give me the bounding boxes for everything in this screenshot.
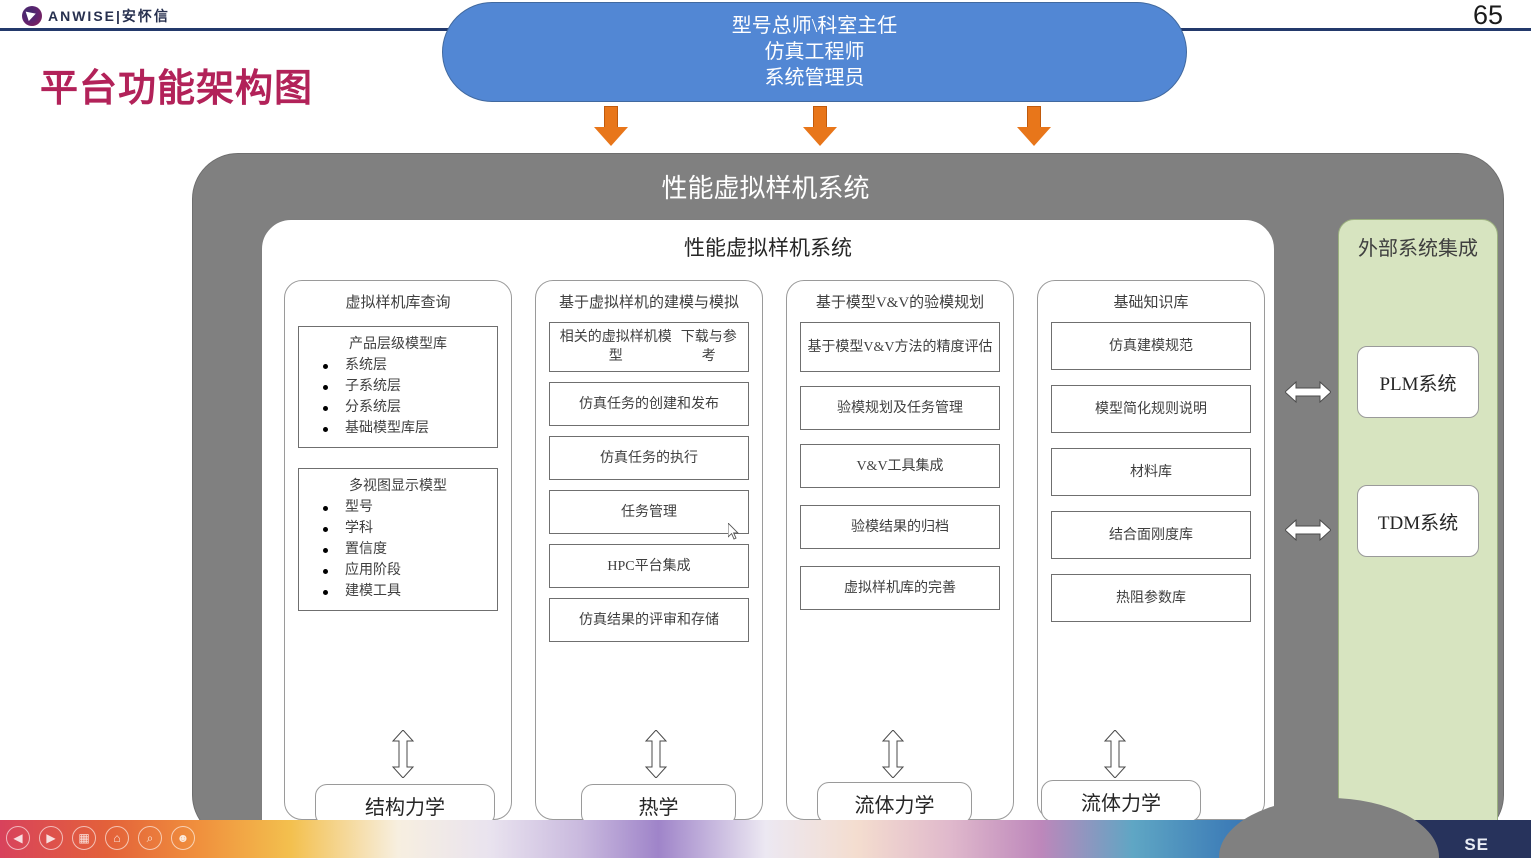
- column-virtual-prototype-query[interactable]: 虚拟样机库查询 产品层级模型库 系统层 子系统层 分系统层 基础模型库层 多视图…: [284, 280, 512, 820]
- column-title: 基于模型V&V的验模规划: [815, 295, 985, 311]
- card-title: 多视图显示模型: [349, 479, 447, 494]
- fn-item[interactable]: 仿真建模规范: [1051, 322, 1251, 370]
- back-icon[interactable]: ◀: [6, 826, 30, 850]
- role-line-3: 系统管理员: [764, 67, 865, 89]
- fn-item[interactable]: 材料库: [1051, 448, 1251, 496]
- card-bullet-list: 系统层 子系统层 分系统层 基础模型库层: [303, 355, 493, 439]
- list-item: 型号: [319, 497, 493, 518]
- external-system-plm[interactable]: PLM系统: [1357, 346, 1479, 418]
- down-arrow-icon-3: [1017, 106, 1051, 146]
- brand-logo: ANWISE|安怀信: [22, 4, 170, 28]
- page-title: 平台功能架构图: [40, 68, 314, 110]
- card-product-hierarchy-model-library[interactable]: 产品层级模型库 系统层 子系统层 分系统层 基础模型库层: [298, 326, 498, 448]
- external-system-tdm[interactable]: TDM系统: [1357, 485, 1479, 557]
- double-arrow-vertical-icon-4: [1102, 730, 1128, 778]
- fn-item[interactable]: 仿真任务的创建和发布: [549, 382, 749, 426]
- column-title: 基于虚拟样机的建模与模拟: [558, 295, 739, 311]
- discipline-structural-mechanics[interactable]: 结构力学: [315, 784, 495, 826]
- page-number: 65: [1472, 0, 1503, 30]
- card-multiview-display-model[interactable]: 多视图显示模型 型号 学科 置信度 应用阶段 建模工具: [298, 468, 498, 611]
- logo-text: ANWISE|安怀信: [48, 8, 170, 24]
- role-line-1: 型号总师\科室主任: [731, 15, 898, 37]
- fn-item[interactable]: 任务管理: [549, 490, 749, 534]
- list-item: 学科: [319, 518, 493, 539]
- fn-item[interactable]: 模型简化规则说明: [1051, 385, 1251, 433]
- fn-item[interactable]: 仿真任务的执行: [549, 436, 749, 480]
- down-arrow-icon-1: [594, 106, 628, 146]
- list-item: 基础模型库层: [319, 418, 493, 439]
- fn-item[interactable]: 仿真结果的评审和存储: [549, 598, 749, 642]
- fn-item[interactable]: HPC平台集成: [549, 544, 749, 588]
- home-icon[interactable]: ⌂: [105, 826, 129, 850]
- system-container: 性能虚拟样机系统 性能虚拟样机系统 虚拟样机库查询 产品层级模型库 系统层 子系…: [192, 153, 1504, 858]
- forward-icon[interactable]: ▶: [39, 826, 63, 850]
- column-knowledge-base[interactable]: 基础知识库 仿真建模规范 模型简化规则说明 材料库 结合面刚度库 热阻参数库: [1037, 280, 1265, 820]
- card-title: 产品层级模型库: [349, 337, 447, 352]
- fn-item[interactable]: 基于模型V&V方法的精度评估: [800, 322, 1000, 372]
- list-item: 分系统层: [319, 397, 493, 418]
- smiley-icon[interactable]: ☻: [171, 826, 195, 850]
- system-inner-panel: 性能虚拟样机系统 虚拟样机库查询 产品层级模型库 系统层 子系统层 分系统层 基…: [261, 219, 1275, 858]
- system-title: 性能虚拟样机系统: [661, 174, 870, 203]
- list-item: 建模工具: [319, 581, 493, 602]
- column-title: 虚拟样机库查询: [345, 295, 451, 311]
- column-vv-validation-planning[interactable]: 基于模型V&V的验模规划 基于模型V&V方法的精度评估 验模规划及任务管理 V&…: [786, 280, 1014, 820]
- fn-item[interactable]: 热阻参数库: [1051, 574, 1251, 622]
- search-icon[interactable]: ⌕: [138, 826, 162, 850]
- double-arrow-horizontal-icon-2: [1285, 517, 1331, 543]
- double-arrow-vertical-icon-1: [390, 730, 416, 778]
- taskbar-icon-group[interactable]: ◀ ▶ ▦ ⌂ ⌕ ☻: [6, 826, 195, 850]
- discipline-fluid-mechanics-1[interactable]: 流体力学: [817, 782, 972, 824]
- double-arrow-horizontal-icon-1: [1285, 379, 1331, 405]
- fn-item[interactable]: 验模结果的归档: [800, 505, 1000, 549]
- roles-banner: 型号总师\科室主任 仿真工程师 系统管理员: [442, 2, 1187, 102]
- corner-badge-text: SE: [1464, 835, 1489, 854]
- external-systems-panel: 外部系统集成 PLM系统 TDM系统: [1338, 219, 1498, 858]
- column-modeling-and-simulation[interactable]: 基于虚拟样机的建模与模拟 相关的虚拟样机模型下载与参考 仿真任务的创建和发布 仿…: [535, 280, 763, 820]
- discipline-fluid-mechanics-2[interactable]: 流体力学: [1041, 780, 1201, 822]
- double-arrow-vertical-icon-2: [643, 730, 669, 778]
- list-item: 置信度: [319, 539, 493, 560]
- fn-item[interactable]: V&V工具集成: [800, 444, 1000, 488]
- list-item: 系统层: [319, 355, 493, 376]
- double-arrow-vertical-icon-3: [880, 730, 906, 778]
- fn-item[interactable]: 虚拟样机库的完善: [800, 566, 1000, 610]
- system-inner-title: 性能虚拟样机系统: [684, 236, 852, 260]
- list-item: 子系统层: [319, 376, 493, 397]
- fn-item[interactable]: 相关的虚拟样机模型下载与参考: [549, 322, 749, 372]
- grid-icon[interactable]: ▦: [72, 826, 96, 850]
- external-systems-title: 外部系统集成: [1358, 238, 1478, 260]
- column-title: 基础知识库: [1113, 295, 1189, 311]
- mouse-cursor-icon: [727, 521, 740, 541]
- list-item: 应用阶段: [319, 560, 493, 581]
- role-line-2: 仿真工程师: [764, 41, 865, 63]
- fn-item[interactable]: 结合面刚度库: [1051, 511, 1251, 559]
- fn-item[interactable]: 验模规划及任务管理: [800, 386, 1000, 430]
- down-arrow-icon-2: [803, 106, 837, 146]
- anwise-logo-icon: [22, 6, 42, 26]
- card-bullet-list: 型号 学科 置信度 应用阶段 建模工具: [303, 497, 493, 602]
